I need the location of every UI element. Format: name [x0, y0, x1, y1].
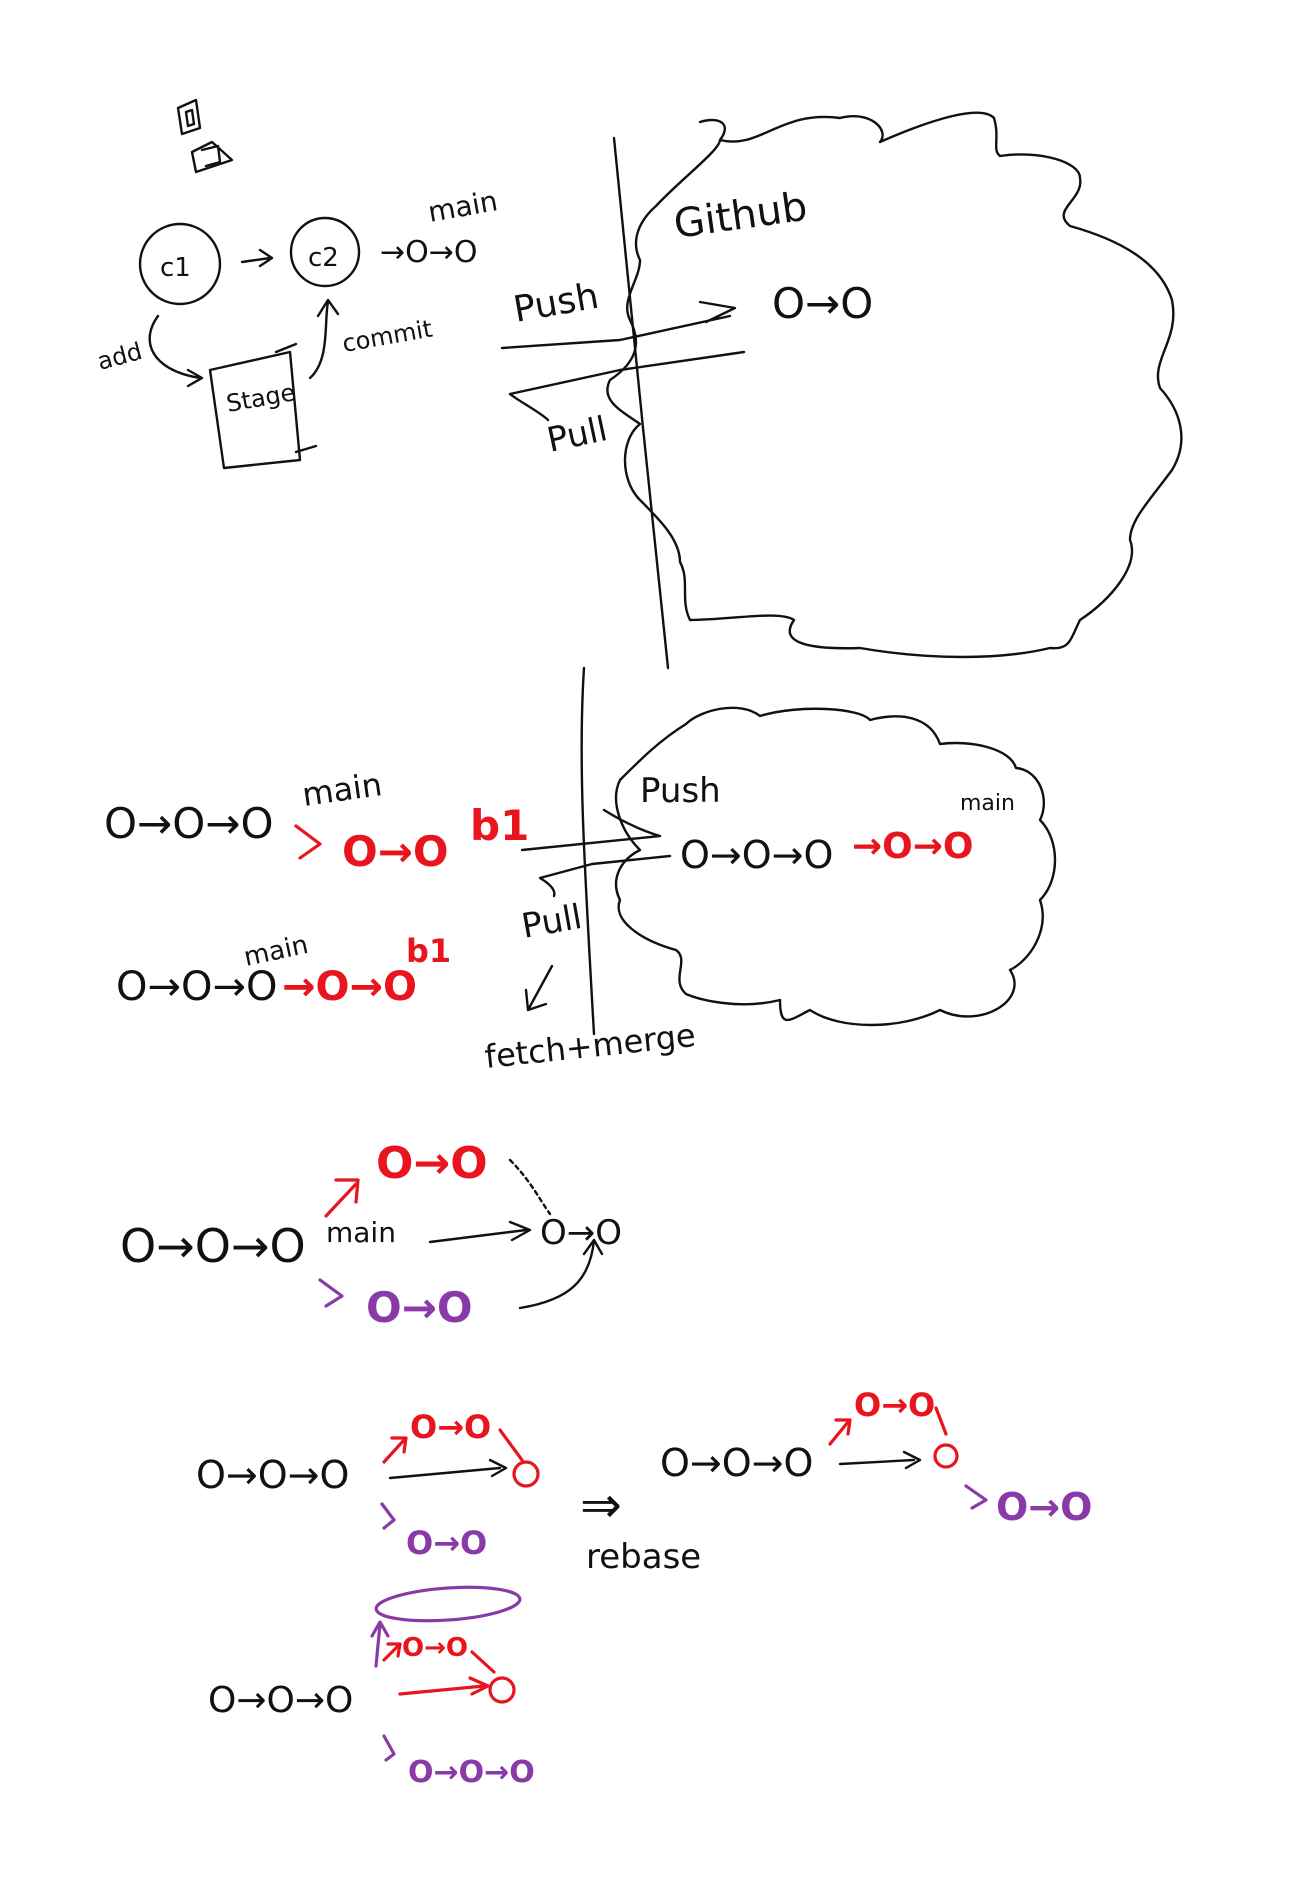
rebase-left-red-arrow [382, 1436, 408, 1464]
arrow-c1-c2 [240, 248, 274, 268]
arrow-commit [308, 298, 340, 380]
commit-c2-label: c2 [308, 243, 339, 273]
merge-purple-arrow [318, 1278, 344, 1308]
merge-purple-chain: O→O [366, 1283, 473, 1332]
pull-label-top: Pull [544, 409, 611, 461]
merge-purple-link [518, 1238, 604, 1310]
rebase-right-red-node [933, 1443, 959, 1469]
stage-box [208, 350, 302, 470]
merge-main-chain: O→O→O [120, 1219, 306, 1273]
fetch-merge-label: fetch+merge [483, 1016, 697, 1076]
rebase-right-red-chain: O→O [854, 1386, 935, 1424]
pull-arrow-line-top [508, 350, 746, 396]
commit-c1-label: c1 [160, 253, 191, 283]
fetch-arrow [524, 964, 554, 1012]
bottom-red-main-arrow [398, 1676, 490, 1696]
pull-label-middle: Pull [519, 897, 585, 947]
local1-chain: O→O→O [104, 799, 274, 848]
pull-arrow-head-top [508, 392, 550, 422]
merge-red-chain: O→O [376, 1138, 488, 1189]
merge-main-arrow [428, 1220, 532, 1244]
commit-chain: →O→O [380, 235, 478, 270]
commit-c2-circle [289, 216, 361, 288]
document-icon [176, 98, 234, 174]
bottom-red-down [470, 1650, 496, 1674]
bottom-red-node [488, 1676, 516, 1704]
local2-branch-chain: →O→O [282, 964, 417, 1010]
local1-branch-chain: O→O [342, 827, 449, 876]
rebase-right-main-arrow [838, 1450, 922, 1470]
rebase-right-red-down [934, 1406, 948, 1436]
merge-main-label: main [326, 1216, 396, 1249]
commit-c1-circle [138, 222, 222, 306]
divider-line-middle [580, 666, 596, 1036]
local1-branch-arrow [294, 824, 322, 860]
bottom-red-arrow [382, 1642, 402, 1662]
push-arrow-top [500, 300, 737, 350]
remote-chain-top: O→O [772, 279, 873, 328]
rebase-right-purple-chain: O→O [996, 1485, 1092, 1529]
branch-main-label: main [425, 184, 500, 229]
local2-branch-label: b1 [406, 932, 451, 970]
push-label-middle: Push [640, 771, 721, 811]
remote-branch-chain-middle: →O→O [852, 826, 974, 867]
push-arrow-middle [520, 808, 672, 866]
remote-chain-middle: O→O→O [680, 833, 833, 877]
merge-result-chain: O→O [540, 1213, 622, 1253]
bottom-purple-up-arrow [370, 1620, 390, 1668]
bottom-red-chain: O→O [402, 1633, 468, 1663]
github-cloud-middle [614, 706, 1057, 1027]
rebase-left-main-arrow [388, 1458, 508, 1480]
rebase-left-chain: O→O→O [196, 1453, 349, 1497]
rebase-left-purple-arrow [380, 1502, 396, 1530]
bottom-purple-chain: O→O→O [408, 1755, 535, 1790]
commit-label: commit [340, 315, 434, 358]
stage-label: Stage [224, 378, 297, 418]
remote-label: Github [671, 184, 810, 248]
rebase-right-purple-arrow [964, 1484, 988, 1510]
merge-dotted-link [508, 1158, 552, 1216]
rebase-left-purple-chain: O→O [406, 1524, 487, 1562]
rebase-right-red-arrow [828, 1418, 852, 1446]
remote-main-label-middle: main [960, 791, 1015, 816]
rebase-left-red-chain: O→O [410, 1408, 491, 1446]
rebase-left-red-node [512, 1460, 540, 1488]
local2-chain: O→O→O [116, 964, 277, 1010]
github-cloud [606, 111, 1183, 659]
merge-red-arrow [324, 1178, 360, 1218]
rebase-label: rebase [586, 1537, 701, 1577]
rebase-arrow: ⇒ [580, 1476, 622, 1534]
add-label: add [94, 337, 145, 376]
arrow-add [148, 314, 204, 388]
bottom-chain: O→O→O [208, 1680, 353, 1721]
divider-line-top [612, 136, 670, 670]
bottom-purple-arrow [382, 1734, 396, 1762]
pull-arrow-middle [538, 862, 594, 898]
local1-main-label: main [300, 765, 384, 814]
bottom-purple-ellipse [374, 1585, 522, 1623]
rebase-right-chain: O→O→O [660, 1441, 813, 1485]
rebase-left-red-down [498, 1428, 524, 1462]
push-label-top: Push [510, 276, 601, 331]
local1-branch-label: b1 [470, 801, 529, 850]
